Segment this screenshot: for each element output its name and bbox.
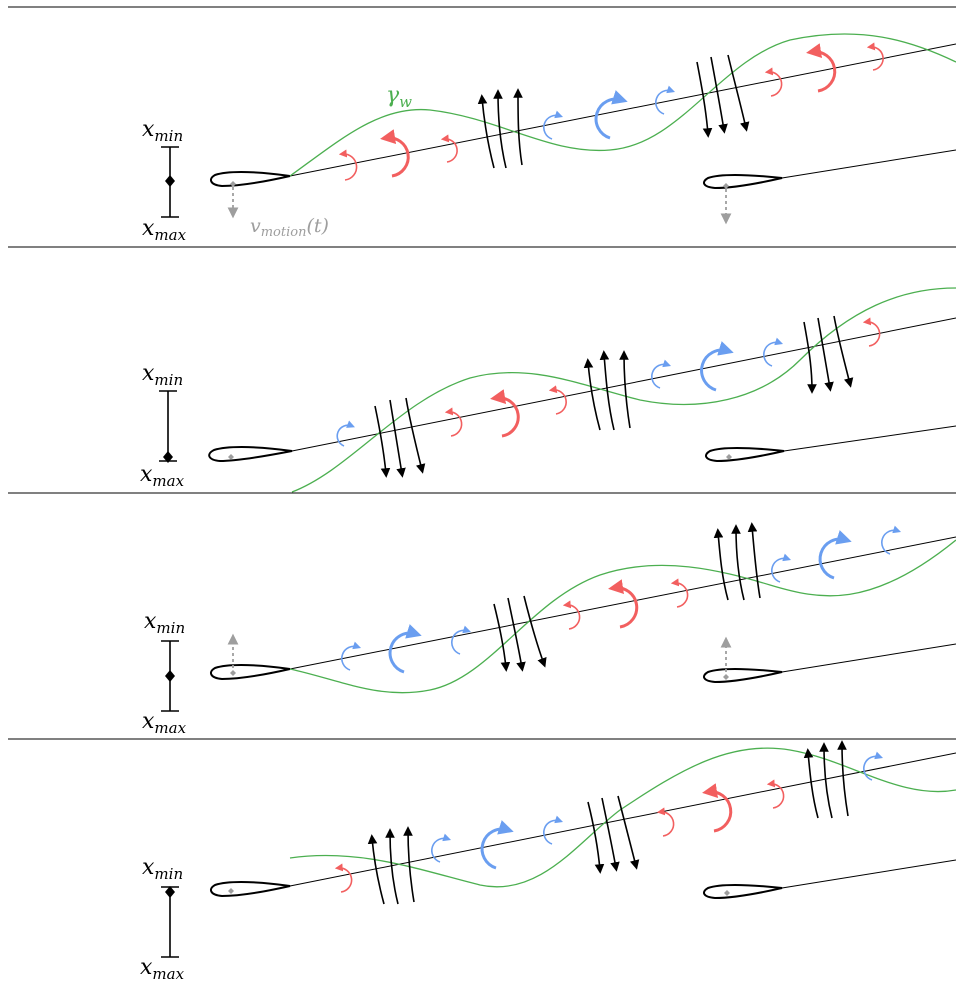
vortex-negative	[763, 337, 784, 367]
velocity-label: vmotion(t)	[250, 215, 329, 240]
induced-velocity-up	[477, 88, 523, 169]
vortex-positive	[866, 42, 884, 71]
vortex-negative	[594, 90, 628, 140]
panel-phase-4: xmin xmax	[140, 740, 956, 983]
vortex-negative	[388, 624, 422, 674]
induced-velocity-up	[367, 826, 415, 905]
x-min-label: xmin	[144, 609, 185, 637]
range-indicator	[161, 146, 179, 218]
trailing-wake-line	[783, 425, 956, 452]
vortex-positive	[764, 67, 783, 97]
x-max-label: xmax	[140, 462, 185, 490]
vortex-positive	[862, 317, 881, 347]
induced-velocity-up	[803, 740, 849, 819]
wake-line	[289, 43, 956, 177]
trailing-wake-line	[781, 149, 956, 179]
x-min-label: xmin	[142, 361, 183, 389]
motion-dot	[724, 890, 730, 896]
vortex-positive	[562, 600, 581, 630]
trailing-wake-line	[781, 643, 956, 673]
motion-dot	[228, 454, 234, 460]
trailing-airfoil	[703, 667, 783, 684]
trailing-wake-line	[781, 859, 956, 889]
panel-phase-3: xmin xmax	[142, 522, 956, 737]
position-marker	[163, 451, 173, 463]
vortex-positive	[806, 43, 837, 93]
vortex-positive	[338, 149, 358, 181]
gamma-w-curve	[289, 539, 956, 694]
vortex-positive	[380, 129, 410, 178]
vortex-positive	[444, 407, 463, 437]
wake-line	[289, 536, 956, 670]
vortex-positive	[702, 783, 733, 833]
position-marker	[165, 175, 175, 187]
trailing-airfoil	[705, 446, 785, 463]
vortex-negative	[818, 530, 852, 580]
gamma-w-label: γw	[386, 83, 412, 111]
vortex-negative	[336, 420, 355, 447]
leading-airfoil	[210, 664, 291, 681]
vortex-negative	[451, 625, 472, 655]
motion-arrow-leading	[227, 181, 239, 219]
vortex-negative	[431, 833, 452, 863]
gamma-w-curve	[289, 33, 956, 177]
induced-velocity-down	[587, 795, 640, 874]
x-max-label: xmax	[142, 709, 187, 737]
motion-dot	[726, 454, 732, 460]
trailing-airfoil	[703, 173, 783, 190]
vortex-negative	[655, 85, 676, 115]
induced-velocity-up	[713, 522, 761, 601]
vortex-negative	[341, 641, 362, 671]
vortex-positive	[334, 863, 353, 893]
vortex-positive	[670, 578, 689, 608]
vortex-negative	[543, 815, 564, 845]
vortex-negative	[651, 359, 672, 389]
range-indicator	[159, 390, 177, 463]
panel-phase-2: xmin xmax	[140, 287, 956, 493]
position-marker	[165, 886, 175, 898]
vortex-positive	[766, 779, 785, 809]
vortex-negative	[543, 110, 564, 140]
vortex-negative	[700, 341, 734, 392]
motion-arrow-leading	[227, 633, 239, 676]
leading-airfoil	[210, 171, 291, 188]
position-marker	[165, 670, 175, 682]
motion-arrow-trailing	[720, 636, 732, 680]
trailing-airfoil	[703, 883, 783, 900]
induced-velocity-down	[803, 315, 854, 394]
range-indicator	[161, 640, 179, 712]
vortex-positive	[440, 134, 458, 163]
vortex-negative	[771, 553, 792, 583]
leading-airfoil	[208, 446, 293, 463]
induced-velocity-up	[583, 350, 631, 431]
panel-phase-1: xmin xmax γw vmotion(t)	[142, 33, 956, 244]
x-max-label: xmax	[142, 216, 187, 244]
vortex-positive	[608, 579, 639, 629]
panel-dividers	[8, 6, 956, 740]
induced-velocity-down	[696, 54, 750, 138]
x-max-label: xmax	[140, 955, 185, 983]
vortex-negative	[863, 751, 884, 781]
wake-line	[289, 752, 956, 887]
vortex-negative	[881, 525, 902, 555]
vortex-positive	[490, 389, 520, 438]
leading-airfoil	[210, 881, 291, 898]
x-min-label: xmin	[142, 855, 183, 883]
gamma-w-curve	[291, 287, 956, 493]
vortex-positive	[548, 385, 567, 415]
x-min-label: xmin	[142, 117, 183, 145]
range-indicator	[161, 886, 179, 958]
motion-dot	[228, 888, 234, 894]
induced-velocity-down	[374, 397, 426, 478]
motion-arrow-trailing	[720, 183, 732, 225]
gamma-w-curve	[289, 747, 956, 888]
induced-velocity-down	[493, 595, 547, 672]
vortex-negative	[480, 820, 514, 870]
vortex-positive	[656, 807, 675, 837]
wake-line	[291, 317, 956, 452]
